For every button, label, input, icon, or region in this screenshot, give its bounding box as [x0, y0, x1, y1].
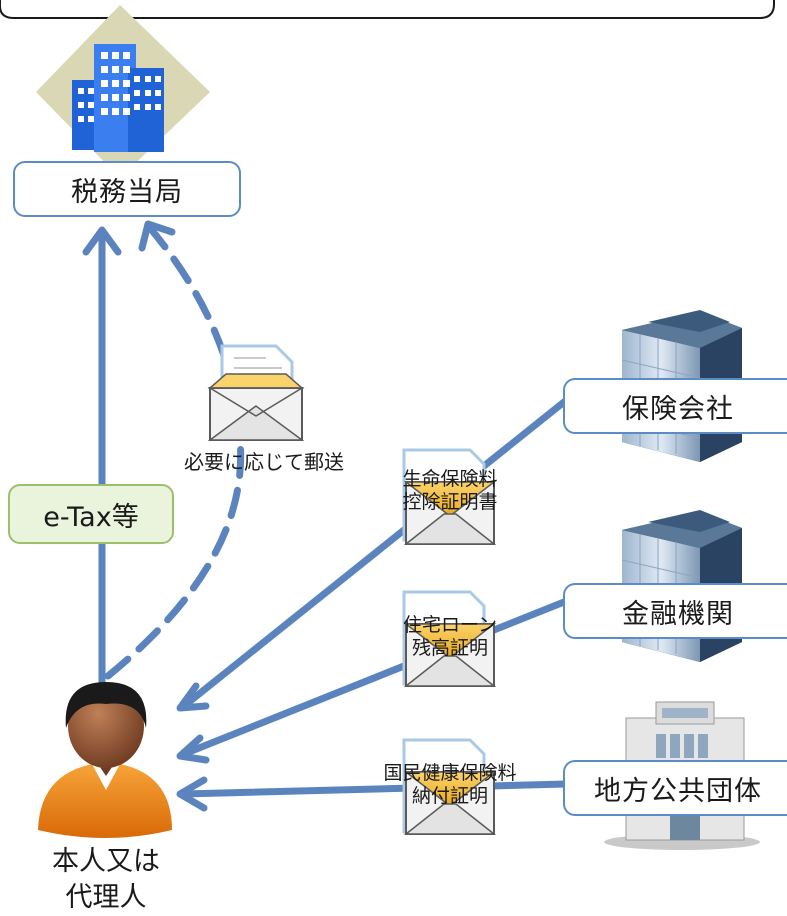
person-label: 本人又は 代理人	[52, 846, 160, 913]
banner-outline	[0, 0, 775, 19]
local-government-node: 地方公共団体	[563, 760, 787, 816]
housing-loan-doc-label: 住宅ローン 残高証明	[402, 614, 498, 659]
etax-node: e-Tax等	[8, 484, 174, 544]
office-building-icon	[19, 5, 221, 178]
tax-authority-node: 税務当局	[13, 161, 241, 217]
etax-label: e-Tax等	[43, 501, 139, 533]
insurance-company-label: 保険会社	[622, 393, 734, 425]
bank-arrow	[180, 598, 568, 758]
envelope-icon	[402, 738, 495, 835]
insurance-company-node: 保険会社	[563, 378, 787, 434]
person-icon	[38, 682, 172, 838]
government-arrow	[180, 780, 570, 798]
envelope-icon	[402, 590, 495, 687]
mail-if-needed-label: 必要に応じて郵送	[184, 450, 344, 474]
insurance-arrow	[180, 398, 568, 710]
financial-institution-label: 金融機関	[622, 598, 734, 630]
connector-arrows	[82, 220, 570, 812]
financial-institution-node: 金融機関	[563, 583, 787, 639]
mail-arrow	[104, 224, 245, 680]
envelope-icon	[207, 344, 305, 441]
tax-authority-label: 税務当局	[71, 176, 183, 208]
life-insurance-doc-label: 生命保険料 控除証明書	[402, 468, 498, 513]
local-government-label: 地方公共団体	[594, 775, 762, 807]
health-insurance-doc-label: 国民健康保険料 納付証明	[383, 762, 517, 807]
envelope-icon	[402, 448, 495, 545]
